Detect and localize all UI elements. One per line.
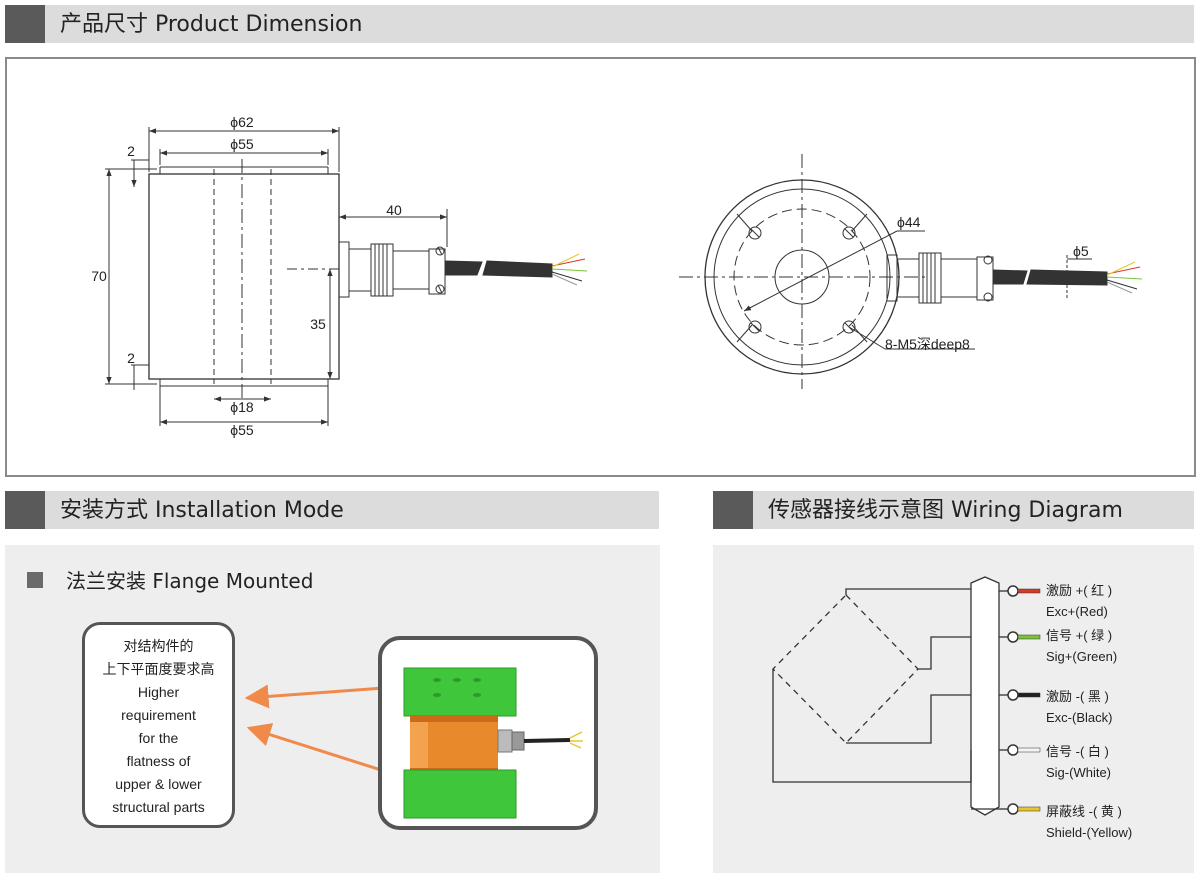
dim-phi5: ϕ5 <box>1073 243 1089 259</box>
callout-line: Higher <box>137 684 180 700</box>
dim-40: 40 <box>386 202 402 218</box>
wire-red-cn: 激励 +( 红 ) <box>1046 583 1112 598</box>
flange-mount-illustration <box>378 636 598 830</box>
dimension-drawing: ϕ62 ϕ55 2 70 2 ϕ18 ϕ55 40 35 <box>91 114 1143 438</box>
wiring-diagram-panel: 激励 +( 红 ) Exc+(Red) 信号 +( 绿 ) Sig+(Green… <box>713 545 1194 873</box>
dim-phi18: ϕ18 <box>230 399 254 415</box>
bridge-circuit <box>772 594 919 744</box>
wire-yellow-cn: 屏蔽线 -( 黄 ) <box>1046 804 1122 819</box>
mounting-holes-spec: 8-M5深deep8 <box>885 336 970 352</box>
wire-terminals <box>1007 585 1041 815</box>
callout-line: upper & lower <box>115 776 202 792</box>
wire-white-cn: 信号 -( 白 ) <box>1046 744 1109 759</box>
arrow-upper <box>244 684 398 709</box>
wiring-diagram-header: 传感器接线示意图 Wiring Diagram <box>713 491 1194 529</box>
callout-line: requirement <box>121 707 196 723</box>
lower-block <box>403 769 517 819</box>
mount-graphic <box>403 667 583 819</box>
dim-2-bottom: 2 <box>127 350 135 366</box>
dim-70: 70 <box>91 268 107 284</box>
pointer-arrows <box>244 684 404 779</box>
dim-phi62: ϕ62 <box>230 114 254 130</box>
wire-black-cn: 激励 -( 黑 ) <box>1046 689 1109 704</box>
connector-nut <box>370 243 394 297</box>
body-side-view <box>148 173 340 380</box>
wire-white-en: Sig-(White) <box>1046 765 1111 780</box>
dim-2-top: 2 <box>127 143 135 159</box>
wire-black-en: Exc-(Black) <box>1046 710 1112 725</box>
wire-green-en: Sig+(Green) <box>1046 649 1117 664</box>
wire-red-en: Exc+(Red) <box>1046 604 1108 619</box>
dim-phi55-bottom: ϕ55 <box>230 422 254 438</box>
installation-mode-title: 安装方式 Installation Mode <box>60 498 344 523</box>
header-marker <box>5 491 45 529</box>
wiring-diagram: 激励 +( 红 ) Exc+(Red) 信号 +( 绿 ) Sig+(Green… <box>772 576 1132 840</box>
dim-35: 35 <box>310 316 326 332</box>
callout-line: flatness of <box>126 753 191 769</box>
dim-phi44: ϕ44 <box>897 214 921 230</box>
header-marker <box>5 5 45 43</box>
flange-mounted-label: 法兰安装 Flange Mounted <box>66 569 314 593</box>
dim-phi55-top: ϕ55 <box>230 136 254 152</box>
dimension-drawing-panel: ϕ62 ϕ55 2 70 2 ϕ18 ϕ55 40 35 <box>5 57 1196 477</box>
wire-green-cn: 信号 +( 绿 ) <box>1046 628 1112 643</box>
arrow-lower <box>246 723 404 779</box>
flange-mounted-subtitle: 法兰安装 Flange Mounted <box>27 565 313 594</box>
callout-line: structural parts <box>112 799 205 815</box>
callout-line: 对结构件的 <box>123 638 194 654</box>
upper-block <box>403 667 517 717</box>
installation-mode-header: 安装方式 Installation Mode <box>5 491 659 529</box>
top-view <box>679 154 1143 389</box>
cable-bundle <box>970 576 1000 816</box>
flatness-requirement-callout: 对结构件的 上下平面度要求高 Higher requirement for th… <box>82 622 235 828</box>
wire-yellow-en: Shield-(Yellow) <box>1046 825 1132 840</box>
wiring-diagram-title: 传感器接线示意图 Wiring Diagram <box>768 498 1123 523</box>
installation-panel: 法兰安装 Flange Mounted 对结构件的 上下平面度要求高 Highe… <box>5 545 660 873</box>
header-marker <box>713 491 753 529</box>
mounting-holes <box>748 226 856 334</box>
callout-line: for the <box>138 730 179 746</box>
product-dimension-title: 产品尺寸 Product Dimension <box>60 12 363 37</box>
callout-line: 上下平面度要求高 <box>102 661 215 677</box>
bullet-square <box>27 571 43 588</box>
product-dimension-header: 产品尺寸 Product Dimension <box>5 5 1194 43</box>
